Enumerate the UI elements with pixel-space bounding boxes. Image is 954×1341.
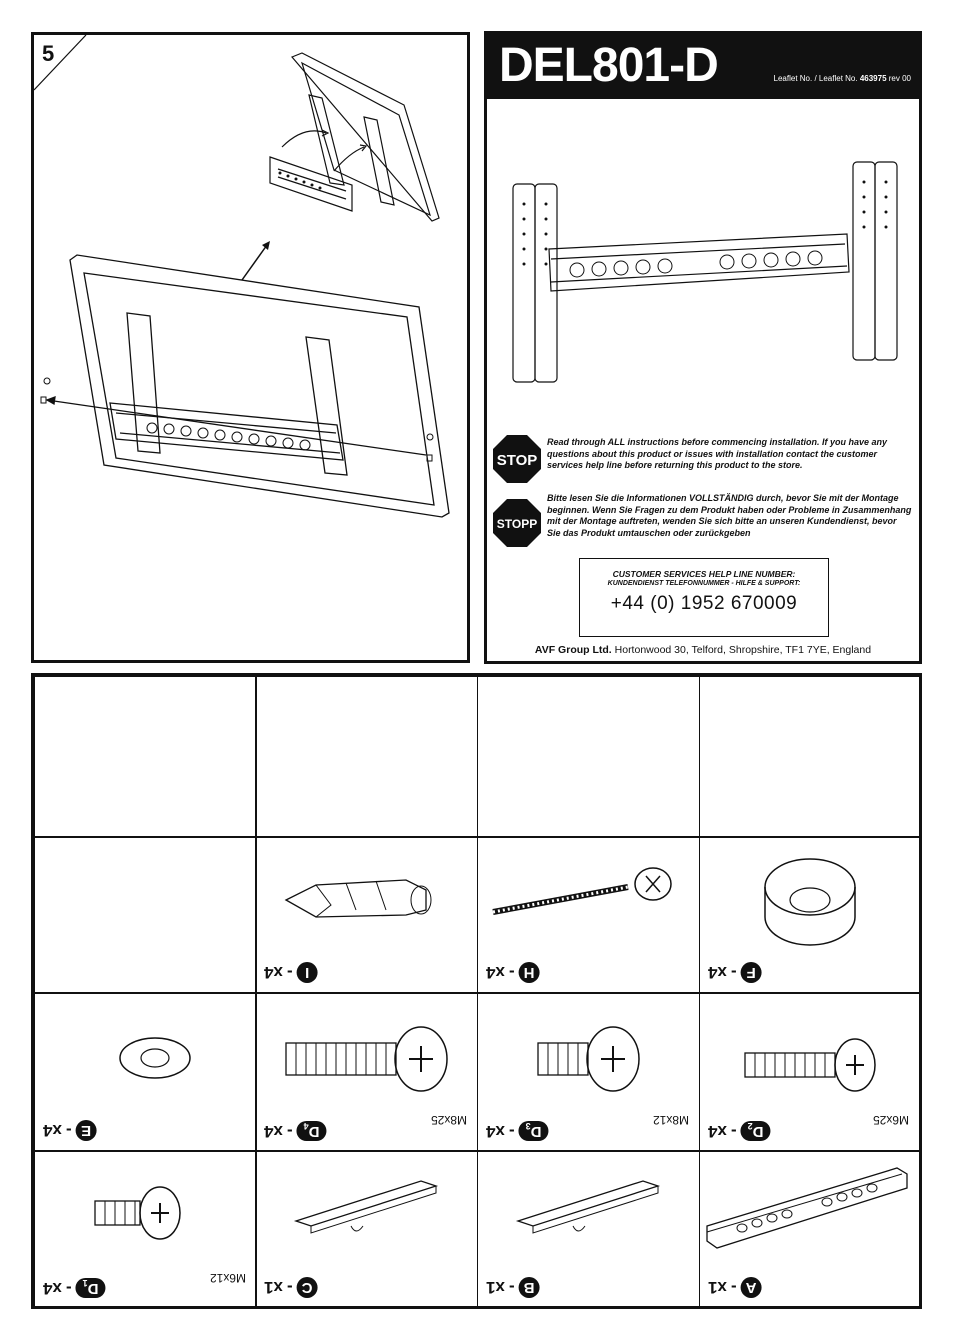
empty-cell	[255, 676, 478, 838]
stopp-sign-label: STOPP	[497, 517, 537, 531]
part-label: D4-x4	[264, 1121, 330, 1141]
leaflet-info: Leaflet No. / Leaflet No. 463975 rev 00	[774, 74, 911, 83]
helpline-box: CUSTOMER SERVICES HELP LINE NUMBER: KUND…	[579, 558, 829, 637]
step-number: 5	[42, 41, 55, 66]
bolt-icon	[744, 1038, 876, 1092]
part-label: B-x1	[486, 1277, 544, 1298]
model-title: DEL801-D	[499, 39, 719, 92]
part-cell-F: F-x4	[699, 836, 920, 994]
part-label: H-x4	[486, 962, 544, 983]
info-panel: DEL801-D Leaflet No. / Leaflet No. 46397…	[484, 31, 922, 664]
part-size: M8x25	[430, 1113, 467, 1127]
washer-icon	[119, 1037, 191, 1079]
part-cell-A: A-x1	[699, 1150, 920, 1309]
leaflet-label: Leaflet No. / Leaflet No.	[773, 74, 858, 83]
warning-de: Bitte lesen Sie die Informationen VOLLST…	[547, 493, 912, 538]
part-label: F-x4	[708, 962, 766, 983]
empty-cell	[699, 676, 920, 838]
mount-bracket-illustration	[512, 161, 898, 383]
part-cell-D2: M6x25 D2-x4	[699, 992, 920, 1152]
parts-grid: I-x4 H-x4 F-x4 E-x4 M8x25	[31, 673, 922, 1309]
part-label: D2-x4	[708, 1121, 774, 1141]
company-name: AVF Group Ltd.	[534, 644, 612, 656]
part-cell-D3: M8x12 D3-x4	[477, 992, 700, 1152]
part-cell-D4: M8x25 D4-x4	[255, 992, 478, 1152]
title-bar: DEL801-D Leaflet No. / Leaflet No. 46397…	[487, 34, 919, 99]
part-label: D1-x4	[43, 1278, 109, 1298]
screw-icon	[492, 867, 672, 915]
step-illustration	[34, 35, 450, 518]
empty-cell	[477, 676, 700, 838]
stop-sign-label: STOP	[497, 452, 538, 469]
stopp-sign-icon: STOPP	[493, 499, 541, 547]
revision: rev 00	[888, 74, 911, 83]
part-label: A-x1	[708, 1277, 766, 1298]
company-address: Hortonwood 30, Telford, Shropshire, TF1 …	[614, 644, 872, 656]
helpline-title: CUSTOMER SERVICES HELP LINE NUMBER:	[612, 569, 796, 579]
empty-cell	[34, 836, 257, 994]
part-cell-E: E-x4	[34, 992, 257, 1152]
part-size: M6x25	[872, 1113, 909, 1127]
part-cell-B: B-x1	[477, 1150, 700, 1309]
part-label: D3-x4	[486, 1121, 552, 1141]
part-cell-I: I-x4	[255, 836, 478, 994]
part-cell-C: C-x1	[255, 1150, 478, 1309]
bolt-icon	[94, 1186, 181, 1240]
part-cell-D1: M6x12 D1-x4	[34, 1150, 257, 1309]
helpline-phone: +44 (0) 1952 670009	[610, 593, 798, 614]
wall-plate-icon	[706, 1167, 908, 1249]
spacer-icon	[764, 858, 856, 946]
bolt-icon	[285, 1026, 448, 1092]
tv-bracket-icon	[515, 1180, 661, 1234]
part-label: E-x4	[43, 1120, 101, 1141]
helpline-subtitle: KUNDENDIENST TELEFONNUMMER - HILFE & SUP…	[607, 580, 801, 587]
company-line: AVF Group Ltd. Hortonwood 30, Telford, S…	[487, 644, 919, 656]
wall-plug-icon	[284, 879, 432, 918]
part-size: M8x12	[652, 1113, 689, 1127]
part-size: M6x12	[209, 1271, 246, 1285]
warning-en: Read through ALL instructions before com…	[547, 437, 888, 470]
stop-sign-icon: STOP	[493, 435, 541, 483]
part-label: I-x4	[264, 962, 322, 983]
bolt-icon	[537, 1026, 640, 1092]
part-cell-H: H-x4	[477, 836, 700, 994]
tv-bracket-icon	[293, 1180, 439, 1234]
empty-cell	[34, 676, 257, 838]
part-label: C-x1	[264, 1277, 322, 1298]
leaflet-number: 463975	[859, 74, 887, 83]
step-panel: 5	[31, 32, 470, 663]
